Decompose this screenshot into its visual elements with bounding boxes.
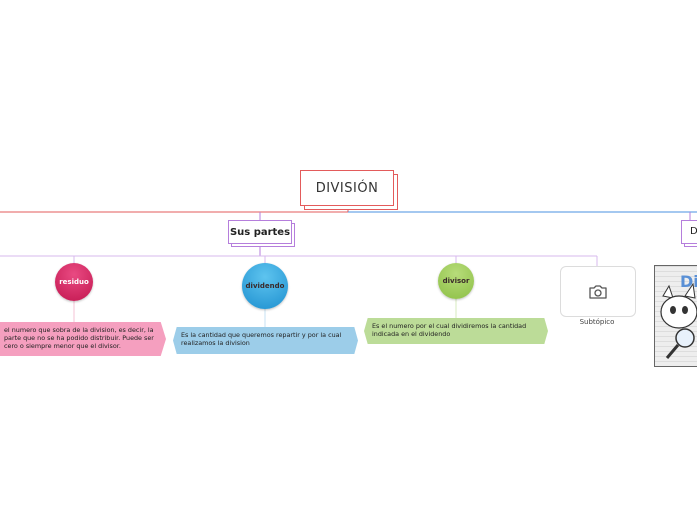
residuo-node[interactable]: residuo (55, 263, 93, 301)
image-thumbnail[interactable] (654, 265, 697, 367)
divisor-node[interactable]: divisor (438, 263, 474, 299)
image-thumbnail-title: Di (680, 272, 697, 291)
residuo-text: el numero que sobra de la division, es d… (4, 326, 154, 350)
dividendo-node[interactable]: dividendo (242, 263, 288, 309)
subtopic-label[interactable]: Subtópico (579, 318, 615, 326)
root-node[interactable]: DIVISIÓN (300, 170, 394, 206)
subtopic-image-placeholder[interactable] (560, 266, 636, 317)
camera-icon (589, 284, 607, 299)
right-branch-node[interactable]: D (681, 220, 697, 244)
residuo-description[interactable]: el numero que sobra de la division, es d… (0, 322, 166, 356)
cartoon-cat-magnifier-icon (660, 282, 697, 359)
divisor-text: Es el numero por el cual dividiremos la … (372, 322, 527, 338)
right-branch-label: D (690, 226, 697, 237)
dividendo-description[interactable]: Es la cantidad que queremos repartir y p… (173, 327, 358, 354)
residuo-label: residuo (59, 278, 89, 286)
dividendo-label: dividendo (245, 282, 285, 290)
divisor-description[interactable]: Es el numero por el cual dividiremos la … (364, 318, 548, 344)
root-label: DIVISIÓN (315, 180, 379, 196)
dividendo-text: Es la cantidad que queremos repartir y p… (181, 331, 342, 347)
divisor-label: divisor (442, 277, 470, 285)
sus-partes-node[interactable]: Sus partes (228, 220, 292, 244)
sus-partes-label: Sus partes (229, 226, 291, 238)
